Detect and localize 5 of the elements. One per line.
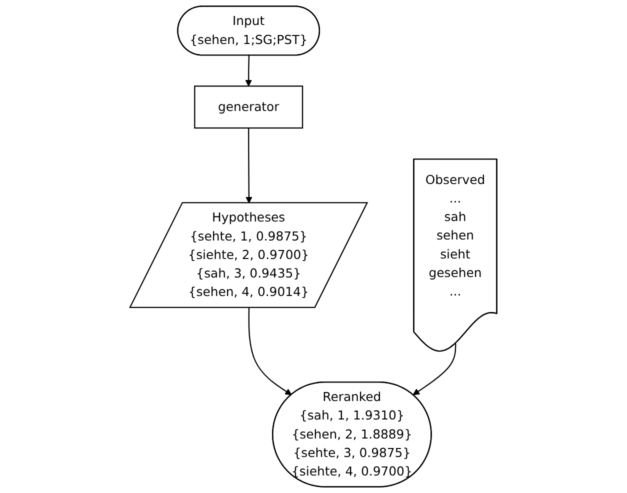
node-box: generator (194, 86, 304, 129)
arrow (245, 55, 252, 86)
arrow (412, 344, 456, 396)
arrow (246, 128, 252, 204)
arrow (248, 308, 292, 396)
